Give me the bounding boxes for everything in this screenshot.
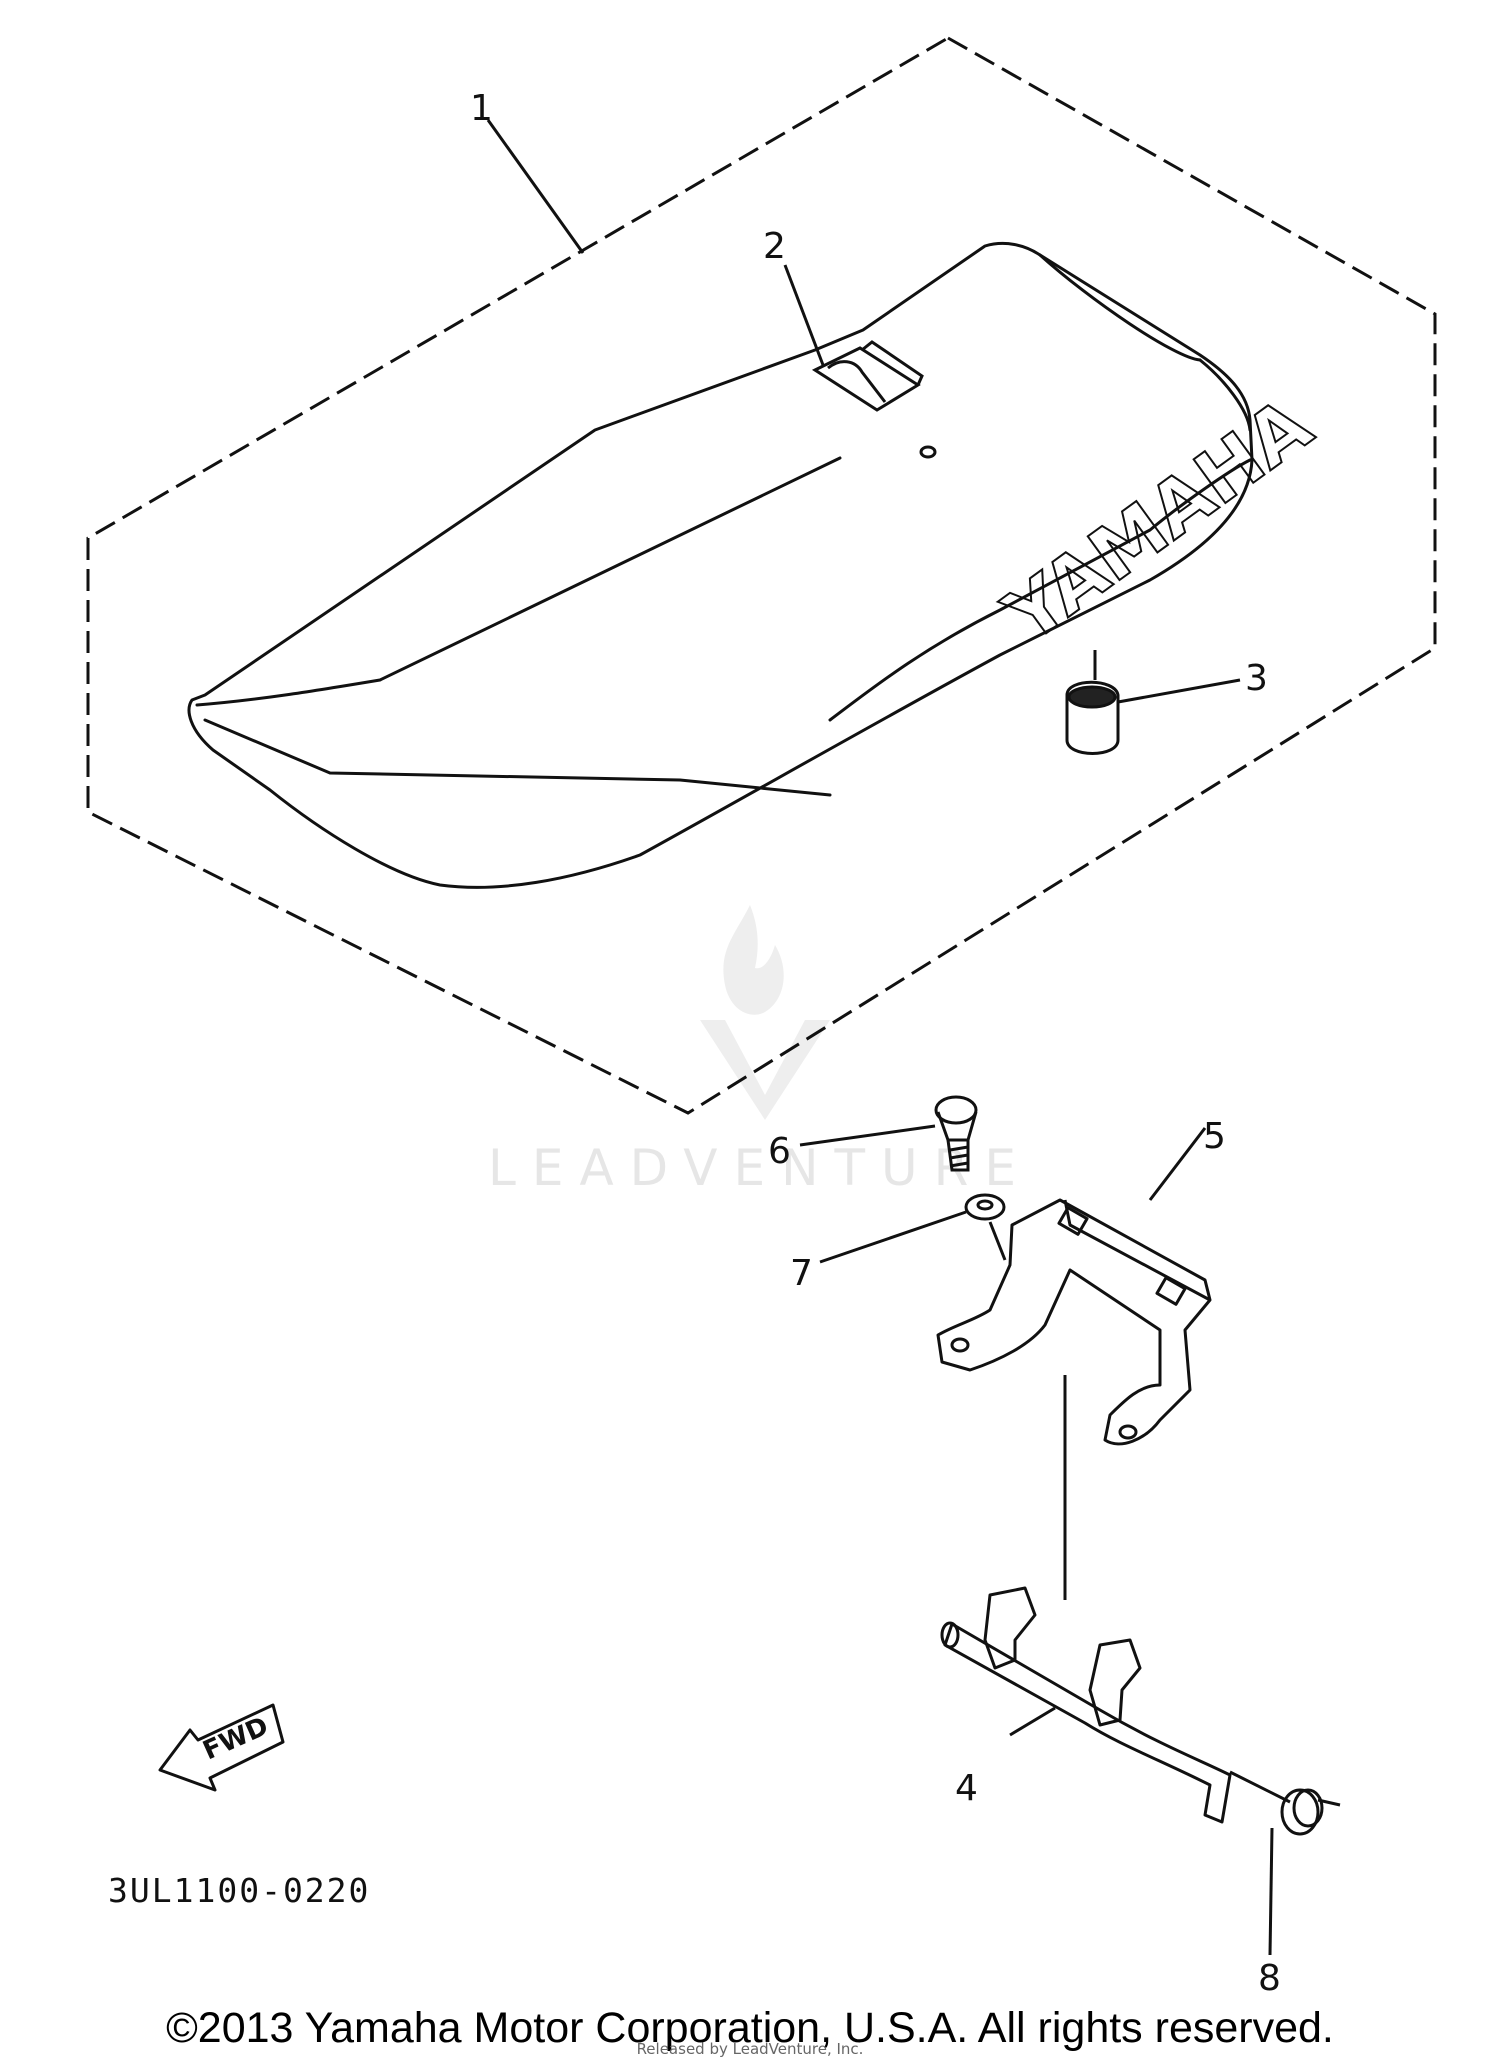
bolt [934,1095,978,1172]
fwd-arrow-icon [158,1703,285,1792]
seat-damper [1065,680,1120,755]
callout-7: 7 [790,1253,813,1294]
released-by-note: Released by LeadVenture, Inc. [636,2040,864,2058]
callout-2: 2 [763,226,786,267]
seat-hook [811,340,937,459]
seat-brand-text: YAMAHA [989,382,1327,660]
watermark-text: LEADVENTURE [488,1139,1032,1197]
callout-6: 6 [768,1131,791,1172]
callout-1: 1 [470,88,493,129]
callout-labels: 1 2 3 4 5 6 7 8 [470,88,1281,1999]
washer [964,1193,1006,1221]
seat-bracket [936,1198,1212,1446]
fwd-label: FWD [199,1711,273,1766]
leader-lines [486,119,1291,1956]
callout-3: 3 [1245,658,1268,699]
assembly-boundary [86,36,1437,1115]
callout-4: 4 [955,1768,978,1809]
watermark-logo [700,905,830,1120]
copyright-notice: ©2013 Yamaha Motor Corporation, U.S.A. A… [166,2004,1334,2052]
callout-5: 5 [1203,1116,1226,1157]
spring [1280,1788,1341,1836]
diagram-part-code: 3UL1100-0220 [108,1871,370,1910]
seat-assembly [187,241,1254,889]
callout-8: 8 [1258,1958,1281,1999]
lock-lever [940,1586,1232,1824]
